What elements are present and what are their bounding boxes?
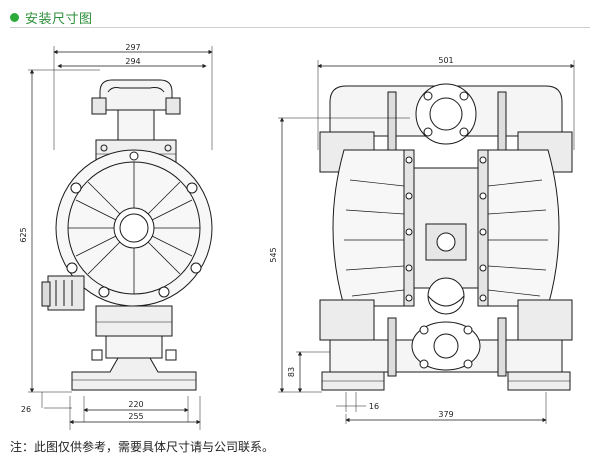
front-view [278, 60, 575, 424]
dim-right-inlet-height: 83 [287, 367, 296, 377]
footnote: 注：此图仅供参考，需要具体尺寸请与公司联系。 [10, 440, 275, 454]
dim-left-base-inner: 220 [128, 400, 143, 409]
dim-left-overall-height: 625 [19, 227, 28, 242]
side-view [28, 46, 213, 430]
bullet-icon [10, 12, 19, 22]
dim-left-overall-width: 297 [125, 43, 140, 52]
section-title: 安装尺寸图 [25, 11, 93, 27]
section-header: 安装尺寸图 [10, 6, 93, 28]
dim-right-overall-height: 545 [269, 247, 278, 262]
dim-left-base-outer: 255 [128, 412, 143, 421]
dim-right-overall-width: 501 [438, 56, 453, 65]
dim-right-base-width: 379 [438, 410, 453, 419]
header-divider [10, 27, 590, 28]
dim-right-flange-offset: 16 [369, 402, 379, 411]
dim-left-base-offset: 26 [21, 405, 31, 414]
dim-left-body-width: 294 [125, 57, 140, 66]
